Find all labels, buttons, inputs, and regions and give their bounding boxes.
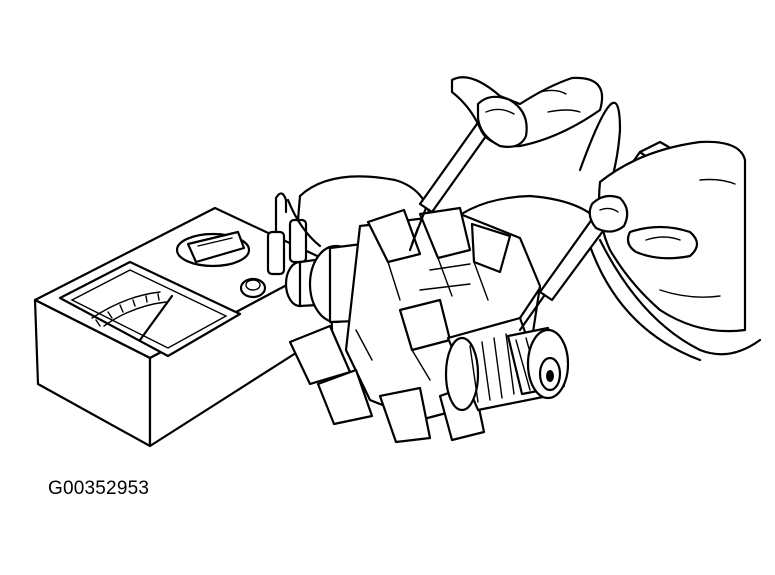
hand-right — [588, 140, 747, 333]
hand-left — [450, 76, 604, 148]
small-knob — [239, 277, 267, 299]
figure-id-label: G00352953 — [48, 478, 150, 499]
adjust-knob — [175, 230, 251, 268]
slip-rings — [444, 316, 570, 412]
alternator-rotor — [284, 206, 570, 444]
meter-scale — [91, 291, 174, 342]
ohmmeter — [33, 192, 334, 448]
test-leads — [286, 101, 762, 362]
